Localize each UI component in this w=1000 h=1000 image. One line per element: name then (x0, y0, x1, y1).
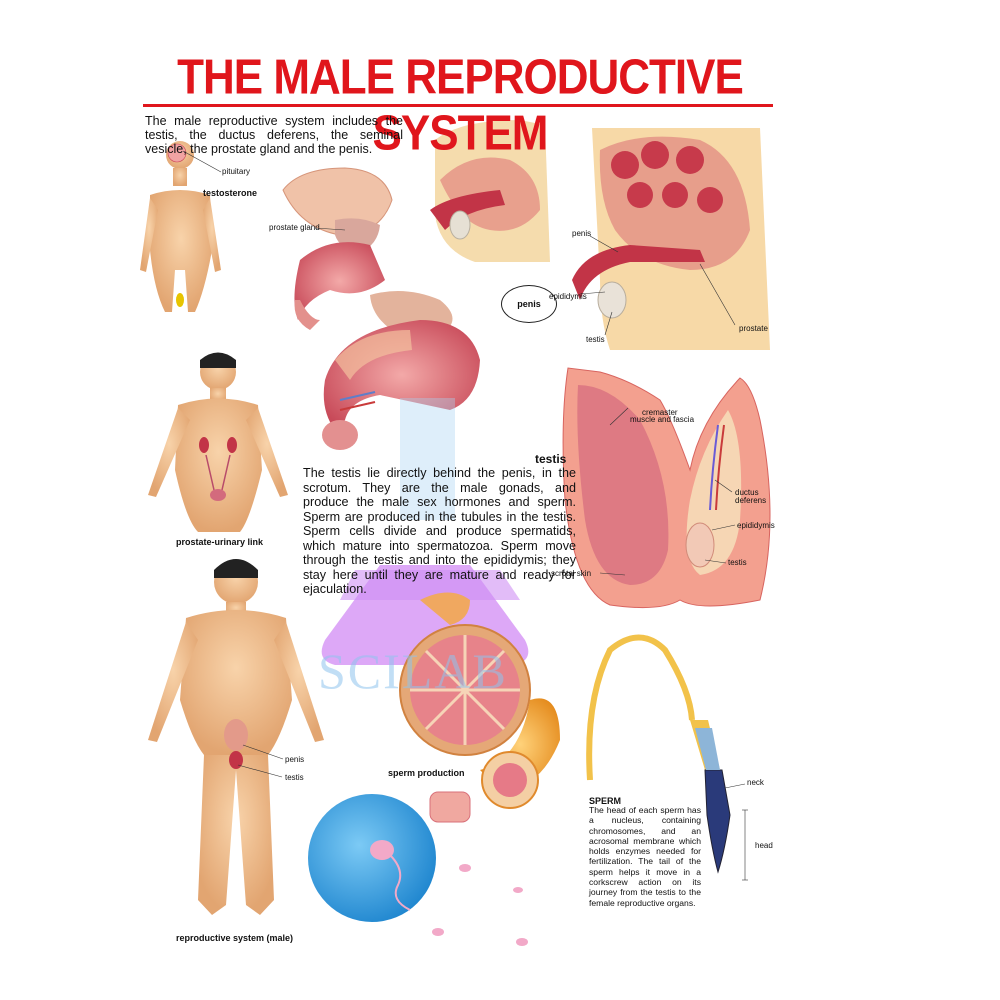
section-epididymis-label: epididymis (549, 292, 587, 301)
testis-testis-label: testis (728, 558, 747, 567)
sperm-figure (586, 634, 748, 881)
muscle-fascia-label: muscle and fascia (630, 415, 695, 424)
reproductive-system-caption: reproductive system (male) (176, 933, 294, 943)
sperm-paragraph: The head of each sperm has a nucleus, co… (589, 805, 701, 908)
testis-heading: testis (535, 452, 567, 466)
body-penis-label: penis (285, 755, 305, 764)
head-label: head (755, 841, 773, 850)
prostate-gland-label: prostate gland (269, 223, 320, 232)
section-testis-label: testis (586, 335, 605, 344)
pituitary-label: pituitary (222, 167, 251, 176)
scrotal-skin-label: scrotal skin (551, 569, 592, 578)
testosterone-caption: testosterone (203, 188, 258, 198)
body-testis-label: testis (285, 773, 304, 782)
sagittal-section-figure (572, 128, 770, 350)
urinary-body-figure (148, 352, 288, 532)
sperm-production-figure (399, 592, 560, 823)
title-underline (143, 104, 773, 107)
prostate-urinary-caption: prostate-urinary link (176, 537, 264, 547)
intro-paragraph: The male reproductive system includes th… (145, 114, 403, 156)
sperm-heading: SPERM (589, 796, 622, 806)
section-penis-label: penis (572, 229, 592, 238)
testosterone-figure (140, 141, 222, 312)
neck-label: neck (747, 778, 764, 787)
penis-cutaway-figure (322, 291, 480, 450)
ductus-label: ductus (735, 488, 759, 497)
section-prostate-label: prostate (739, 324, 768, 333)
testis-section-figure (562, 367, 771, 609)
prostate-closeup-figure (282, 167, 393, 330)
testis-paragraph: The testis lie directly behind the penis… (303, 466, 576, 596)
watermark-text: SCILAB (318, 643, 508, 699)
deferens-label: deferens (735, 496, 767, 505)
page-title: THE MALE REPRODUCTIVE SYSTEM (177, 50, 744, 161)
testis-epididymis-label: epididymis (737, 521, 775, 530)
sperm-production-caption: sperm production (388, 768, 465, 778)
full-body-figure (148, 559, 324, 915)
penis-oval-label: penis (501, 285, 557, 323)
cremaster-label: cremaster (642, 408, 678, 417)
penis-oval-text: penis (517, 299, 541, 309)
small-section-figure (430, 120, 550, 262)
egg-figure (308, 794, 528, 946)
